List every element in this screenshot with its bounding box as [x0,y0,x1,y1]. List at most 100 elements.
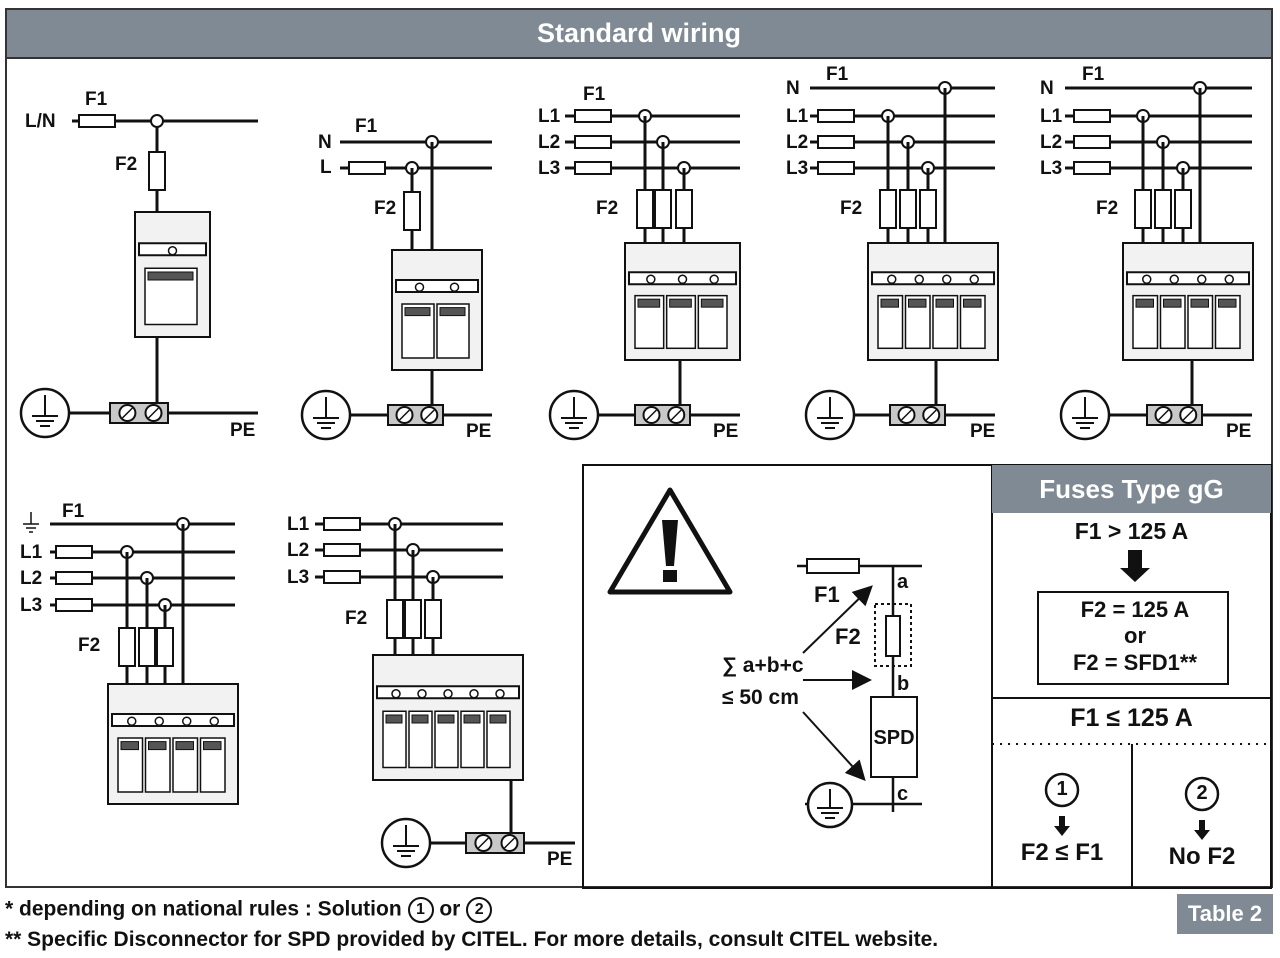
solution-1-number: 1 [1056,778,1068,800]
screw-slot [1157,409,1170,421]
spd-screw [391,689,401,699]
spd-screw [167,246,178,256]
earth-icon [19,387,71,439]
screw-slot [147,407,160,419]
spd-indicator [1190,298,1209,308]
spd-screw [469,689,479,699]
fuse-f1 [817,135,855,149]
pe-terminal [387,404,444,426]
spd-screw [887,274,897,285]
spd-indicator [908,298,927,308]
spd-indicator [669,298,692,308]
pointer-arrow [802,711,866,781]
spd-indicator [463,714,481,724]
fuse-f2 [675,189,693,229]
fuse-f2 [899,189,917,229]
spd-indicator [489,714,507,724]
spd-screw [914,274,924,285]
detail-spd-box [870,696,918,778]
warning-icon [607,487,733,595]
label-f2: F2 [596,198,618,219]
spd-screw [495,689,505,699]
label-l2: L2 [20,568,42,589]
label-ln: L/N [25,111,56,132]
label-b: b [897,673,909,695]
earth-symbol [23,512,39,533]
spd-indicator [637,298,661,308]
spd-module [408,710,433,769]
spd-top-face [111,713,235,727]
spd-indicator [385,714,403,724]
fuse-f1 [1073,161,1111,175]
down-arrow-icon [1194,820,1210,840]
label-spd: SPD [873,727,914,749]
screw-slot [1182,409,1194,421]
spd-screw [969,274,979,285]
screw-slot [900,409,913,421]
screw-slot [670,409,682,421]
fuse-f1 [574,161,612,175]
spd-top-face [871,271,995,286]
spd-indicator [880,298,899,308]
label-l2: L2 [786,132,808,153]
label-f2: F2 [374,198,396,219]
label-f1: F1 [583,84,606,105]
fuse-f2 [424,599,442,639]
detail-fuse-f1 [806,558,860,574]
spd-screw [1197,274,1207,285]
label-l3: L3 [538,158,560,179]
fuse-f1 [1073,109,1111,123]
f2-options-box [1037,591,1229,685]
footnote-solution-1: 1 [407,897,434,923]
solution-2-text: No F2 [1168,843,1236,870]
junction [150,114,164,128]
spd-indicator [411,714,429,724]
earth-icon [806,781,854,829]
fuse-f2 [1174,189,1192,229]
fuse-f1 [55,571,93,585]
label-l3: L3 [287,567,309,588]
label-f2: F2 [835,624,861,649]
label-l1: L1 [786,106,809,127]
spd-device [1122,242,1254,361]
spd-indicator [203,741,222,751]
fuse-f2 [1134,189,1152,229]
spd-indicator [1135,298,1154,308]
spd-device [372,654,524,781]
solution-2-number: 2 [1196,782,1208,804]
fuse-f1 [817,161,855,175]
pe-terminal [465,832,525,854]
spd-indicator [963,298,982,308]
fuse-f2 [118,627,136,667]
down-arrow-icon [1054,816,1070,836]
label-f1: F1 [85,89,108,110]
fuse-f1 [1073,135,1111,149]
fuse-f1 [348,161,386,175]
spd-screw [1142,274,1152,285]
spd-device [134,211,211,338]
wiring-diagrams: L/NF1F2PENLF1F2PEL1L2L3F1F2PENL1L2L3F1F2… [19,64,1254,870]
spd-top-face [1126,271,1250,286]
fuse-f1 [574,135,612,149]
solution-2-circle [1184,776,1220,812]
fuse-f2 [156,627,174,667]
label-l3: L3 [786,158,808,179]
label-limit: ≤ 50 cm [722,686,799,709]
label-f2: F2 [78,635,100,656]
spd-indicator [120,741,139,751]
spd-screw [154,716,164,726]
fuse-f2 [919,189,937,229]
fuse-f2 [404,599,422,639]
spd-indicator [935,298,954,308]
label-f1: F1 [1082,64,1105,85]
label-l1: L1 [20,542,43,563]
label-f2: F2 [115,154,137,175]
spd-indicator [1218,298,1237,308]
spd-screw [646,274,656,285]
down-arrow-icon [1120,550,1150,582]
label-l1: L1 [1040,106,1063,127]
footnote-solution-2: 2 [466,897,493,923]
pe-terminal [1146,404,1203,426]
label-n: N [318,132,332,153]
